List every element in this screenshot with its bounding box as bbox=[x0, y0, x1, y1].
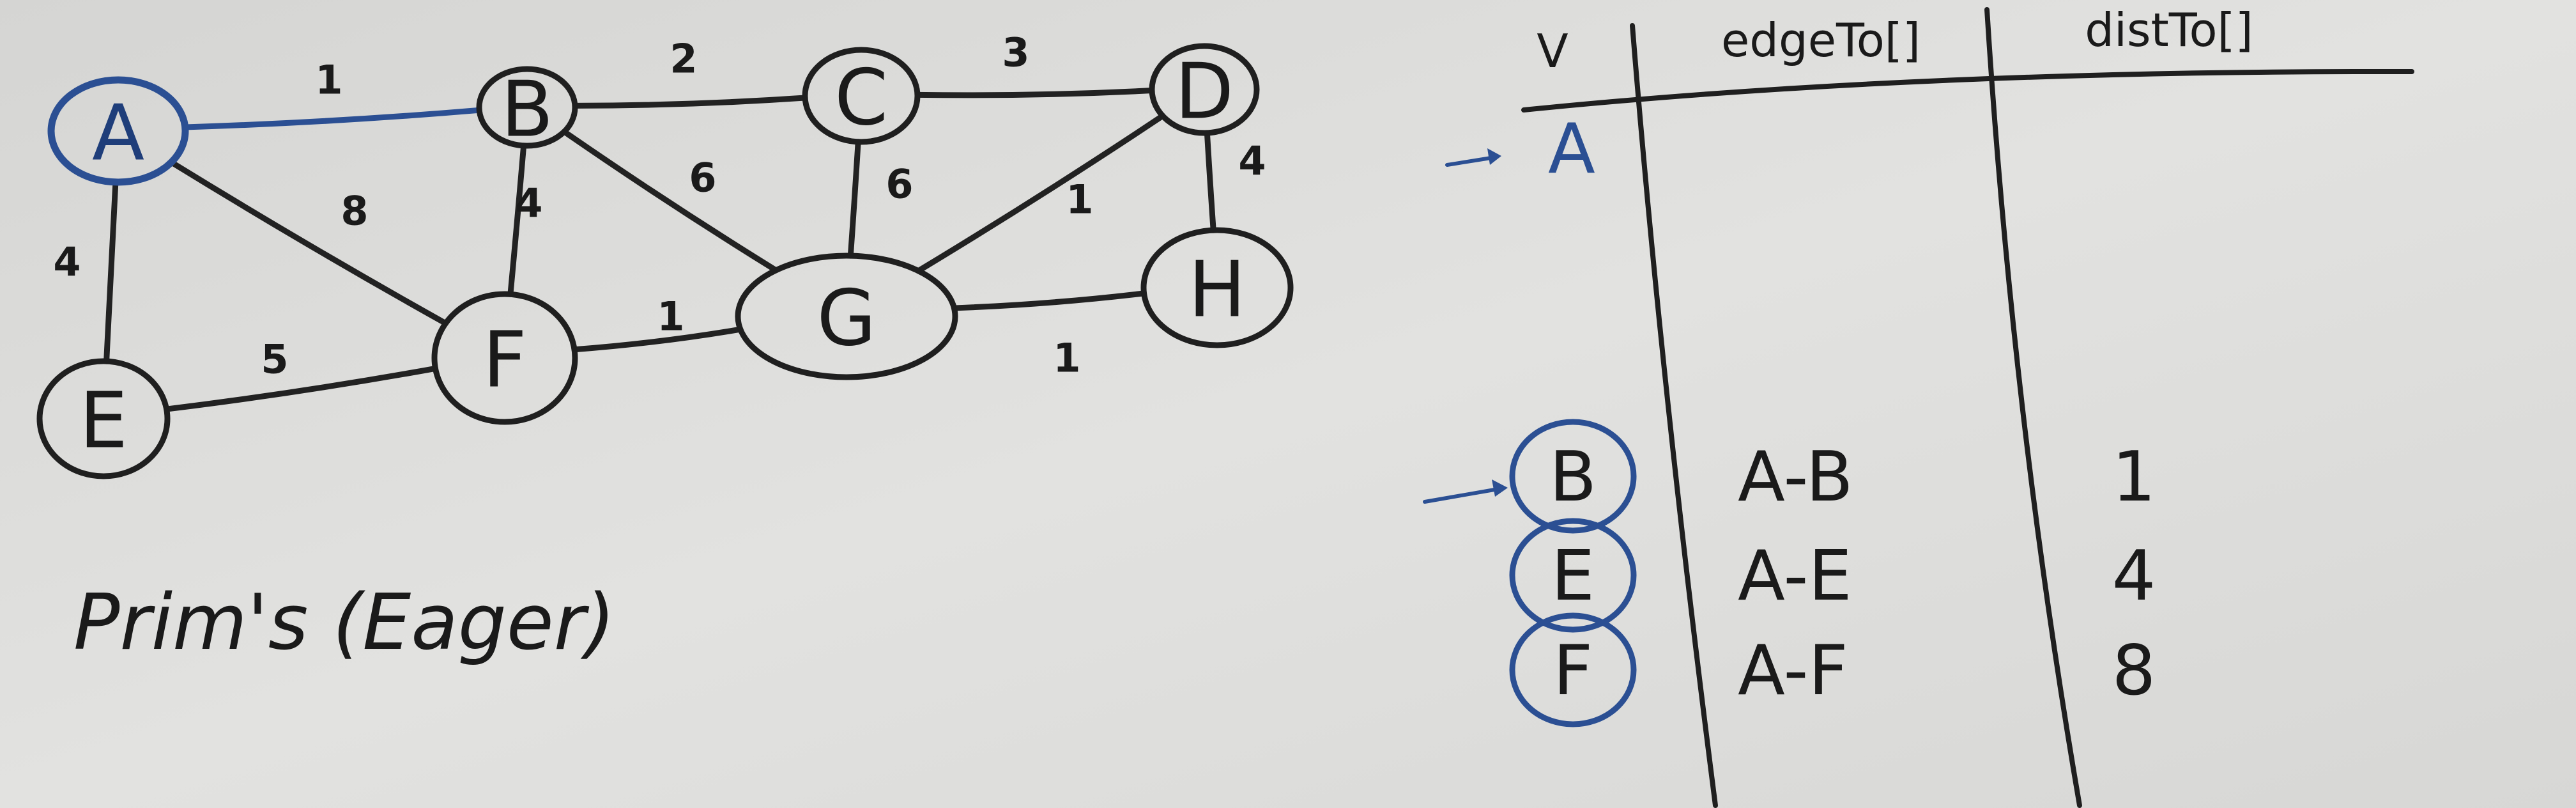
node-label-c: C bbox=[834, 54, 888, 143]
weight-a-e: 4 bbox=[53, 239, 80, 286]
edge-d-h bbox=[1204, 130, 1216, 233]
edge-a-f bbox=[168, 159, 449, 327]
edge-c-d bbox=[914, 88, 1155, 98]
node-label-h: H bbox=[1188, 246, 1246, 335]
edge-c-g bbox=[847, 139, 861, 259]
node-a: A bbox=[47, 76, 189, 186]
weight-b-f: 4 bbox=[515, 180, 542, 227]
row-vertex-ring bbox=[1509, 518, 1637, 633]
row-vertex: F bbox=[1553, 631, 1593, 711]
current-vertex-pointer: A bbox=[1445, 109, 1595, 189]
table-row: E A-E 4 bbox=[1509, 518, 2156, 633]
current-arrow-head bbox=[1487, 148, 1501, 165]
node-label-b: B bbox=[501, 66, 553, 155]
node-c: C bbox=[802, 47, 921, 145]
weight-f-g: 1 bbox=[657, 293, 684, 340]
edge-a-b bbox=[182, 107, 482, 130]
row-edge-to: A-E bbox=[1738, 536, 1852, 616]
row-vertex-ring bbox=[1509, 419, 1637, 534]
weight-c-g: 6 bbox=[885, 161, 913, 208]
node-ring-a bbox=[47, 76, 189, 186]
weight-a-b: 1 bbox=[315, 57, 342, 104]
edge-g-h bbox=[951, 290, 1147, 311]
graph-diagram: 1 2 3 8 4 4 6 6 1 4 5 1 1 A B C D E F G H bbox=[36, 29, 1294, 479]
edge-e-f bbox=[164, 365, 438, 412]
weight-d-g: 1 bbox=[1066, 176, 1093, 223]
diagram-title: Prim's (Eager) bbox=[73, 579, 615, 667]
node-f: F bbox=[431, 291, 578, 425]
edge-a-e bbox=[103, 179, 119, 364]
edge-weights: 1 2 3 8 4 4 6 6 1 4 5 1 1 bbox=[53, 29, 1266, 383]
edge-b-g bbox=[561, 128, 779, 274]
node-b: B bbox=[476, 66, 578, 155]
weight-c-d: 3 bbox=[1002, 29, 1029, 76]
node-ring-c bbox=[802, 47, 921, 145]
node-ring-h bbox=[1140, 227, 1294, 348]
column-divider-2 bbox=[1984, 7, 2082, 808]
weight-a-f: 8 bbox=[341, 188, 368, 235]
node-label-f: F bbox=[482, 316, 526, 405]
row-edge-to: A-B bbox=[1738, 437, 1853, 517]
node-label-d: D bbox=[1175, 48, 1234, 137]
weight-g-h: 1 bbox=[1053, 335, 1080, 382]
header-dist-to: distTo[] bbox=[2085, 3, 2253, 57]
weight-e-f: 5 bbox=[261, 336, 288, 383]
node-ring-d bbox=[1149, 43, 1260, 136]
header-edge-to: edgeTo[] bbox=[1721, 13, 1920, 67]
graph-edges bbox=[103, 88, 1216, 412]
graph-nodes: A B C D E F G H bbox=[36, 43, 1294, 479]
weight-b-g: 6 bbox=[689, 155, 716, 201]
edge-f-g bbox=[571, 326, 744, 353]
row-pointer-arrow bbox=[1423, 487, 1500, 504]
edge-d-g bbox=[915, 113, 1166, 274]
current-arrow bbox=[1445, 155, 1497, 167]
node-ring-g bbox=[735, 252, 958, 380]
row-dist-to: 1 bbox=[2112, 437, 2156, 517]
edge-b-f bbox=[507, 143, 527, 297]
node-d: D bbox=[1149, 43, 1260, 137]
node-ring-f bbox=[431, 291, 578, 425]
table-row: B A-B 1 bbox=[1423, 419, 2156, 534]
node-label-a: A bbox=[92, 89, 144, 178]
node-ring-e bbox=[36, 358, 171, 479]
row-vertex-ring bbox=[1509, 612, 1637, 727]
row-dist-to: 8 bbox=[2112, 631, 2156, 711]
header-vertex: V bbox=[1537, 24, 1568, 78]
table-row: F A-F 8 bbox=[1509, 612, 2156, 727]
weight-b-c: 2 bbox=[670, 36, 697, 82]
weight-d-h: 4 bbox=[1238, 138, 1266, 185]
table-rows: B A-B 1E A-E 4F A-F 8 bbox=[1423, 419, 2156, 727]
node-e: E bbox=[36, 358, 171, 479]
node-label-g: G bbox=[817, 275, 877, 364]
column-divider-1 bbox=[1630, 23, 1718, 808]
node-label-e: E bbox=[79, 377, 128, 466]
prim-table: V edgeTo[] distTo[] A B A-B 1E A-E 4F A-F 8 bbox=[1423, 3, 2414, 808]
node-g: G bbox=[735, 252, 958, 380]
node-ring-b bbox=[476, 66, 578, 149]
row-vertex: E bbox=[1551, 536, 1595, 616]
row-edge-to: A-F bbox=[1738, 631, 1848, 711]
edge-b-c bbox=[572, 95, 808, 109]
current-vertex: A bbox=[1548, 109, 1595, 189]
row-vertex: B bbox=[1549, 437, 1597, 517]
row-pointer-arrow-head bbox=[1492, 479, 1508, 497]
header-rule bbox=[1521, 68, 2414, 113]
node-h: H bbox=[1140, 227, 1294, 348]
row-dist-to: 4 bbox=[2112, 536, 2156, 616]
